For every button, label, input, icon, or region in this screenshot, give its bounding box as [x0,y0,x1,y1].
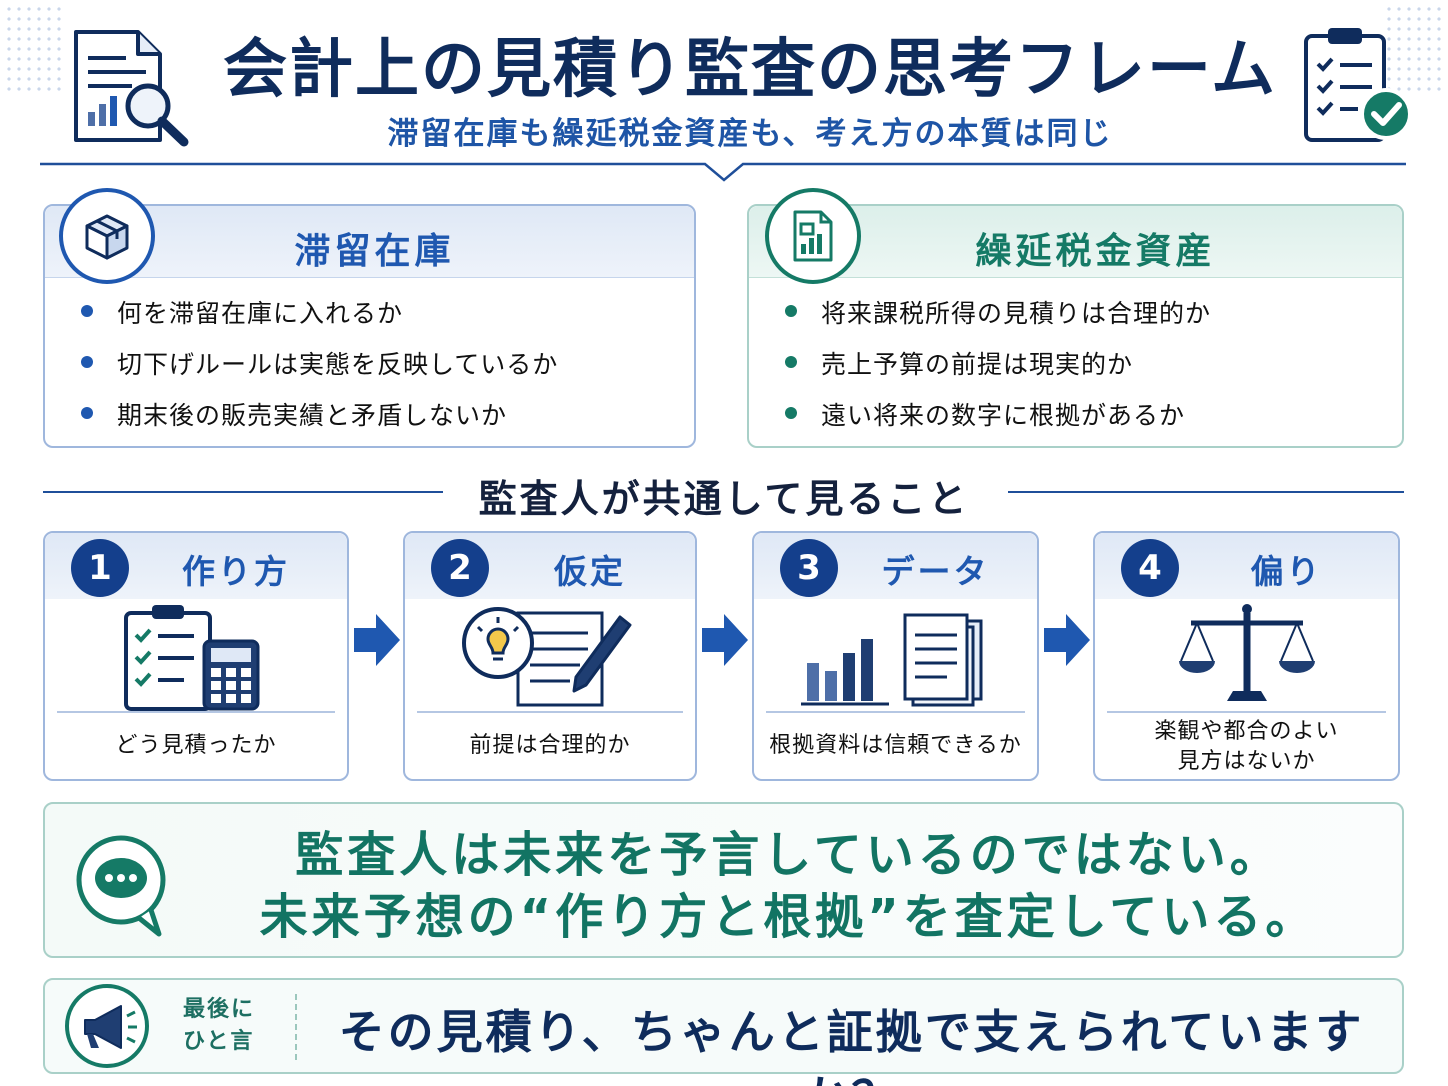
header: 会計上の見積り監査の思考フレーム 滞留在庫も繰延税金資産も、考え方の本質は同じ [0,0,1448,185]
list-item: 切下げルールは実態を反映しているか [73,345,558,396]
step-title: データ [881,552,990,591]
tax-document-icon [793,210,833,262]
closing-divider [295,994,297,1060]
key-message-box: 監査人は未来を予言しているのではない。 未来予想の“作り方と根拠”を査定している… [43,802,1404,958]
step-number: 4 [1121,539,1179,597]
topic-badge [765,188,861,284]
clipboard-check-icon [1304,28,1412,142]
step-caption: 根拠資料は信頼できるか [769,733,1022,758]
step-number: 2 [431,539,489,597]
balance-scale-icon [1178,604,1315,701]
step-card-method: 1 作り方 どう見積ったか [43,531,349,781]
list-item: 遠い将来の数字に根拠があるか [777,396,1211,447]
topic-bullets: 何を滞留在庫に入れるか 切下げルールは実態を反映しているか 期末後の販売実績と矛… [73,294,558,447]
closing-label-line: 最後に [183,997,256,1022]
step-divider [1107,711,1386,713]
checklist-calculator-icon [124,605,260,711]
section-rule-left [43,491,443,493]
list-item: 将来課税所得の見積りは合理的か [777,294,1211,345]
section-rule-right [1008,491,1404,493]
lightbulb-document-pen-icon [462,607,632,707]
step-header: 3 データ [754,533,1037,599]
header-divider [40,162,1406,182]
topic-card-deferred-tax: 繰延税金資産 将来課税所得の見積りは合理的か 売上予算の前提は現実的か 遠い将来… [747,188,1404,448]
closing-label-line: ひと言 [183,1029,255,1054]
step-header: 4 偏り [1095,533,1398,599]
step-title: 偏り [1250,552,1323,591]
step-number: 1 [71,539,129,597]
step-title: 作り方 [182,552,290,591]
closing-question: その見積り、ちゃんと証拠で支えられていますか？ [338,1005,1365,1086]
step-card-data: 3 データ 根拠資料は信頼できるか [752,531,1039,781]
step-divider [57,711,335,713]
topic-title: 繰延税金資産 [975,231,1216,272]
step-header: 1 作り方 [45,533,347,599]
topic-header: 滞留在庫 [45,206,694,278]
list-item: 売上予算の前提は現実的か [777,345,1211,396]
section-title: 監査人が共通して見ること [478,477,970,521]
step-divider [766,711,1025,713]
key-message-text: 監査人は未来を予言しているのではない。 未来予想の“作り方と根拠”を査定している… [195,824,1382,948]
speech-bubble-icon [76,835,166,937]
step-number: 3 [780,539,838,597]
list-item: 何を滞留在庫に入れるか [73,294,558,345]
step-caption: 前提は合理的か [469,733,631,758]
step-card-assumption: 2 仮定 前提は合理的か [403,531,697,781]
key-message-line: 監査人は未来を予言しているのではない。 [295,827,1282,883]
report-magnifier-icon [74,30,189,147]
step-caption: どう見積ったか [115,733,277,758]
step-caption-line: 楽観や都合のよい [1154,719,1339,744]
step-header: 2 仮定 [405,533,695,599]
topic-title: 滞留在庫 [294,231,455,272]
topic-badge [59,188,155,284]
arrow-right-icon [354,614,400,666]
page-title: 会計上の見積り監査の思考フレーム [222,33,1278,107]
step-title: 仮定 [554,552,626,591]
megaphone-icon [65,984,149,1068]
step-card-bias: 4 偏り 楽観や都合のよい 見方はないか [1093,531,1400,781]
dot-pattern [1384,4,1444,94]
arrow-right-icon [702,614,748,666]
topic-card-inventory: 滞留在庫 何を滞留在庫に入れるか 切下げルールは実態を反映しているか 期末後の販… [43,188,696,448]
box-icon [85,214,129,260]
closing-box: 最後に ひと言 その見積り、ちゃんと証拠で支えられていますか？ [43,978,1404,1086]
step-caption-line: 見方はないか [1177,749,1316,774]
bar-chart-documents-icon [800,613,982,707]
list-item: 期末後の販売実績と矛盾しないか [73,396,558,447]
step-divider [417,711,683,713]
page-subtitle: 滞留在庫も繰延税金資産も、考え方の本質は同じ [387,116,1113,152]
step-caption: 楽観や都合のよい 見方はないか [1099,717,1394,777]
closing-label: 最後に ひと言 [183,994,273,1058]
topic-bullets: 将来課税所得の見積りは合理的か 売上予算の前提は現実的か 遠い将来の数字に根拠が… [777,294,1211,447]
arrow-right-icon [1044,614,1090,666]
key-message-line: 未来予想の“作り方と根拠”を査定している。 [259,889,1318,945]
dot-pattern [4,4,64,94]
